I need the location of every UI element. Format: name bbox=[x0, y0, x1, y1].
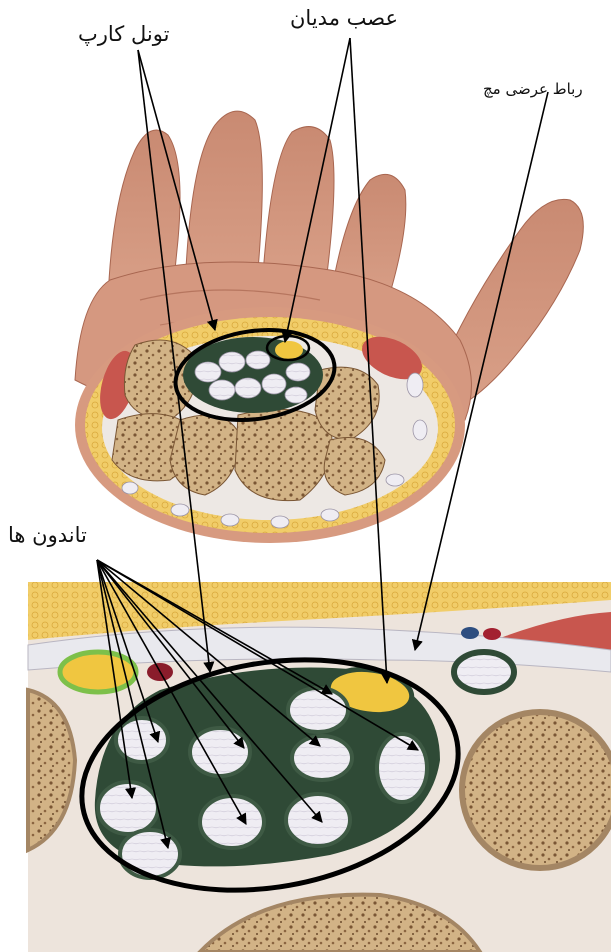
label-median-nerve: عصب مدیان bbox=[290, 6, 398, 30]
label-tendons: تاندون ها bbox=[8, 523, 87, 547]
median-nerve-small bbox=[275, 341, 303, 359]
label-carpal-tunnel: تونل کارپ bbox=[78, 22, 169, 46]
bone-right bbox=[462, 712, 611, 868]
label-transverse-ligament: رباط عرضی مچ bbox=[483, 80, 583, 98]
wrist-cross-section bbox=[75, 307, 465, 543]
